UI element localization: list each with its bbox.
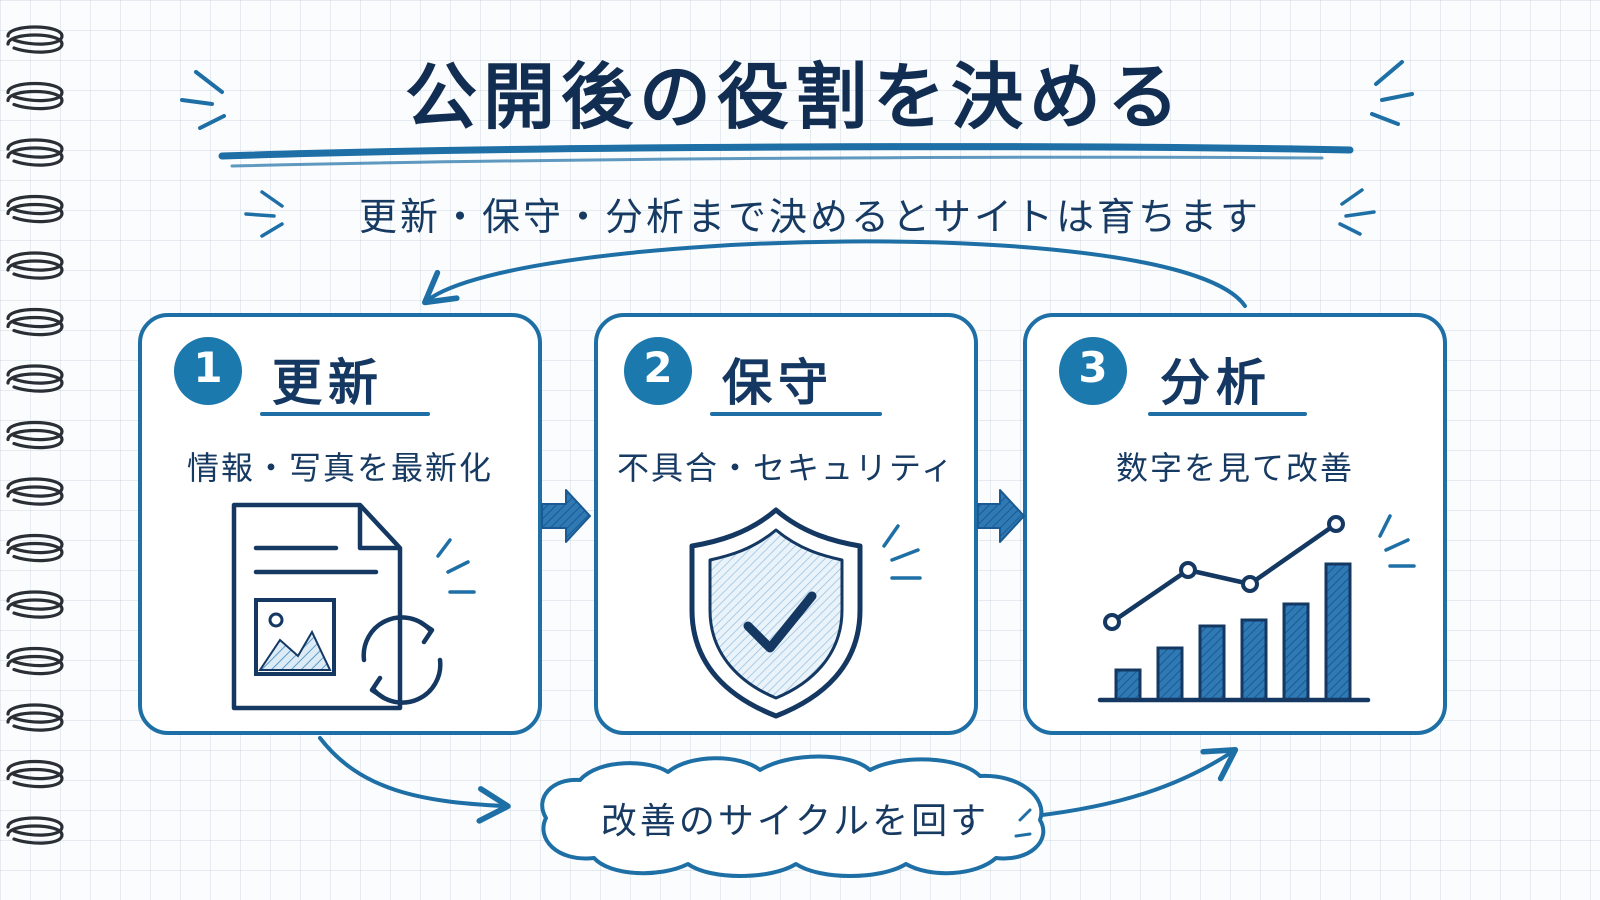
step-badge-1 [174,337,242,405]
document-refresh-icon [231,502,476,711]
chart-bar [1282,602,1310,702]
spiral-ring [6,542,64,563]
chart-bar [1198,624,1226,702]
spiral-ring [6,421,64,442]
spiral-ring [6,598,64,619]
chart-bar [1240,618,1268,702]
spiral-ring [6,534,64,555]
spiral-ring [6,146,64,167]
spiral-ring [6,25,64,46]
spiral-binding [6,25,64,845]
chart-point [1103,613,1121,631]
step-badge-2 [624,337,692,405]
chart-point [1179,561,1197,579]
step-arrow-1-to-2 [541,489,591,543]
spiral-ring [6,82,64,103]
step-badge-3 [1059,337,1127,405]
page-subtitle: 更新・保守・分析まで決めるとサイトは育ちます [358,195,1261,239]
cycle-arrow-top [422,239,1247,308]
spiral-ring [6,590,64,611]
page-title: 公開後の役割を決める [404,55,1185,139]
chart-bar [1156,646,1184,702]
step-number-3: 3 [1078,343,1108,392]
step-number-2: 2 [643,343,673,392]
chart-bar [1324,562,1352,702]
spiral-ring [6,824,64,845]
chart-point [1327,515,1345,533]
spiral-ring [6,703,64,724]
step-title-update: 更新 [272,354,384,412]
chart-bar [1114,668,1142,702]
spiral-ring [6,138,64,159]
spiral-ring [6,477,64,498]
step-description-update: 情報・写真を最新化 [186,449,493,487]
spiral-ring [6,203,64,224]
bar-line-chart-icon [1097,514,1416,703]
spiral-ring [6,372,64,393]
cycle-sparkle [1014,808,1032,838]
spiral-ring [6,429,64,450]
spiral-ring [6,711,64,732]
subtitle-sparkles [244,188,1376,238]
spiral-ring [6,647,64,668]
step-arrow-2-to-3 [977,489,1025,543]
step-description-analysis: 数字を見て改善 [1115,449,1354,487]
spiral-ring [6,259,64,280]
cycle-arrow-bottom-right [1032,747,1239,818]
spiral-ring [6,364,64,385]
spiral-ring [6,195,64,216]
spiral-ring [6,485,64,506]
spiral-ring [6,33,64,54]
step-number-1: 1 [193,343,223,392]
spiral-ring [6,90,64,111]
shield-check-icon [689,507,922,719]
step-title-analysis: 分析 [1160,354,1272,412]
cycle-arrow-bottom-left [318,736,511,824]
title-underline [218,143,1354,160]
spiral-ring [6,251,64,272]
step-description-maintenance: 不具合・セキュリティ [616,449,956,487]
spiral-ring [6,768,64,789]
title-underline-shadow [230,155,1324,168]
spiral-ring [6,816,64,837]
title-sparkles [180,60,1414,130]
chart-point [1241,575,1259,593]
step-title-maintenance: 保守 [722,354,834,412]
spiral-ring [6,760,64,781]
spiral-ring [6,308,64,329]
cycle-label: 改善のサイクルを回す [600,801,990,842]
cycle-cloud [540,754,1046,878]
spiral-ring [6,655,64,676]
spiral-ring [6,316,64,337]
